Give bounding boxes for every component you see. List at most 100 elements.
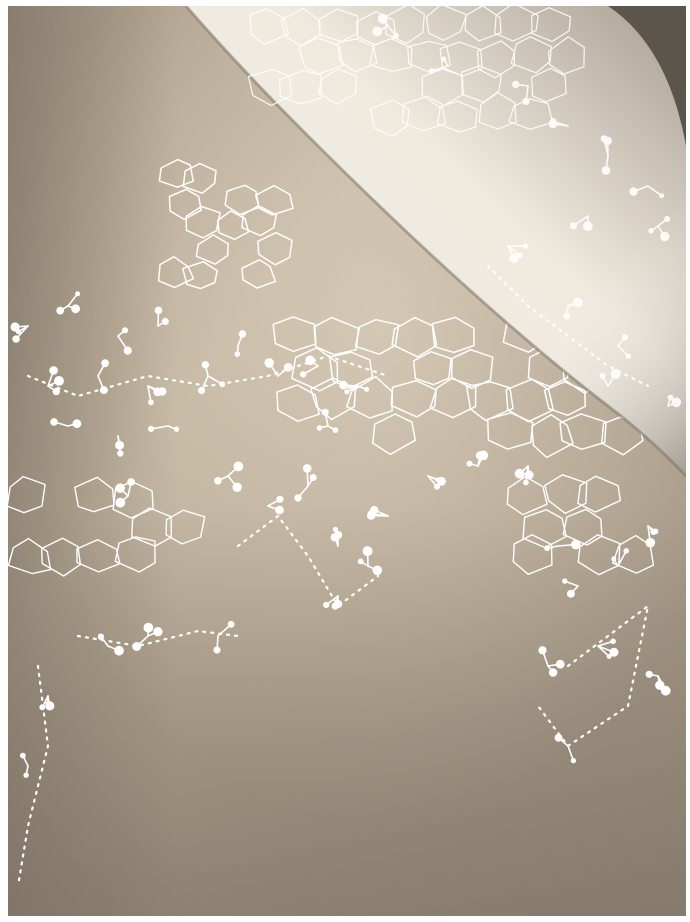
middle-hex-cell <box>354 318 400 355</box>
roll-molecule-atom <box>660 231 670 242</box>
upper-hex-cell <box>241 205 278 237</box>
molecule-atom <box>97 633 105 640</box>
molecule-atom <box>548 668 558 677</box>
drawing-on-sheet <box>8 158 671 888</box>
roll-hex-cell <box>401 95 447 132</box>
upper-hex-cell <box>158 158 195 188</box>
upper-hex-cell <box>168 188 202 221</box>
molecule-atom <box>198 386 206 395</box>
right-hex-cell <box>577 475 621 513</box>
roll-hex-cell <box>317 68 357 105</box>
molecule-atom <box>332 526 339 533</box>
roll-hex-cell <box>478 92 517 130</box>
molecule-atom <box>475 451 485 460</box>
molecule-atom <box>655 680 665 690</box>
molecule-atom <box>233 461 244 472</box>
molecule-atom <box>71 304 80 314</box>
roll-molecule-atom <box>659 193 665 199</box>
photograph <box>8 6 686 916</box>
molecule-atom <box>570 757 577 764</box>
molecule-atom <box>153 627 163 637</box>
molecule-atom <box>153 387 163 397</box>
roll-molecule-atom <box>629 187 638 196</box>
upper-hex-cell <box>241 259 277 289</box>
molecule-atom <box>132 642 142 651</box>
molecule-atom <box>302 464 312 473</box>
middle-hex-cell <box>531 413 574 459</box>
roll-molecule-atom <box>648 228 654 234</box>
roll-molecule-atom <box>441 56 447 62</box>
molecule-atom <box>23 772 29 778</box>
molecule-atom <box>154 306 163 315</box>
upper-hex-cell <box>254 184 294 216</box>
middle-hex-cell <box>431 316 475 354</box>
roll-molecule-atom <box>393 32 399 39</box>
roll-hex-cell <box>531 67 567 103</box>
roll-dotted-path <box>486 264 650 388</box>
molecule-atom <box>45 701 55 711</box>
upper-hex-cell <box>224 184 260 216</box>
roll-molecule-atom <box>548 119 558 129</box>
roll-molecule-atom <box>377 13 388 24</box>
middle-hex-cell <box>412 350 452 386</box>
molecule-atom <box>645 537 656 548</box>
upper-hex-cell <box>216 210 250 241</box>
molecule-atom <box>367 511 376 520</box>
left-hex-cell <box>74 476 115 513</box>
molecule-atom <box>321 408 329 416</box>
molecule-atom <box>524 470 534 480</box>
photo-canvas <box>8 6 686 916</box>
molecule-atom <box>238 330 247 338</box>
molecule-atom <box>566 589 575 598</box>
molecule-bond <box>67 292 79 307</box>
molecule-atom <box>610 638 616 645</box>
molecule-atom <box>117 450 124 457</box>
molecule-atom <box>264 358 275 368</box>
molecule-atom <box>357 558 364 565</box>
right-hex-cell <box>512 534 553 575</box>
left-hex-cell <box>8 537 52 575</box>
roll-molecule-atom <box>599 373 606 379</box>
paper-roll-edge <box>184 6 686 478</box>
corner-shadow <box>568 6 686 156</box>
left-hex-cell <box>41 537 82 577</box>
molecule-atom <box>544 545 550 552</box>
roll-molecule-atom <box>582 221 593 232</box>
molecule-atom <box>201 361 210 369</box>
molecule-atom <box>523 479 529 486</box>
middle-hex-cell <box>371 413 417 456</box>
right-dotted-path <box>536 604 650 748</box>
molecule-atom <box>114 645 124 656</box>
molecule-atom <box>115 497 126 508</box>
molecule-atom <box>300 371 307 378</box>
molecule-atom <box>143 622 154 633</box>
roll-hex-cell <box>510 36 552 74</box>
roll-molecule-bond <box>647 185 663 197</box>
roll-hex-cell <box>464 6 502 42</box>
molecule-atom <box>611 556 617 562</box>
roll-hex-cell <box>436 100 478 133</box>
roll-molecule-atom <box>563 312 571 320</box>
molecule-atom <box>372 565 383 576</box>
upper-hex-cell <box>182 260 218 290</box>
molecule-atom <box>101 359 109 368</box>
middle-hex-cell <box>313 316 360 356</box>
molecule-atom <box>173 426 180 432</box>
molecule-atom <box>332 427 339 434</box>
roll-molecule-atom <box>522 243 529 249</box>
roll-molecule-atom <box>372 26 383 37</box>
middle-hex-cell <box>450 348 494 390</box>
molecule-atom <box>72 419 82 429</box>
roll-hex-cell <box>278 69 322 105</box>
left-hex-cell <box>114 536 156 573</box>
molecule-atom <box>10 322 20 332</box>
right-hex-cell <box>506 475 548 516</box>
molecule-atom <box>123 346 132 355</box>
molecule-atom <box>660 685 671 696</box>
roll-molecule-atom <box>600 135 608 143</box>
molecule-atom <box>147 425 155 432</box>
roll-molecule-atom <box>569 222 578 230</box>
middle-hex-cell <box>291 347 339 392</box>
molecule-atom <box>623 548 630 554</box>
